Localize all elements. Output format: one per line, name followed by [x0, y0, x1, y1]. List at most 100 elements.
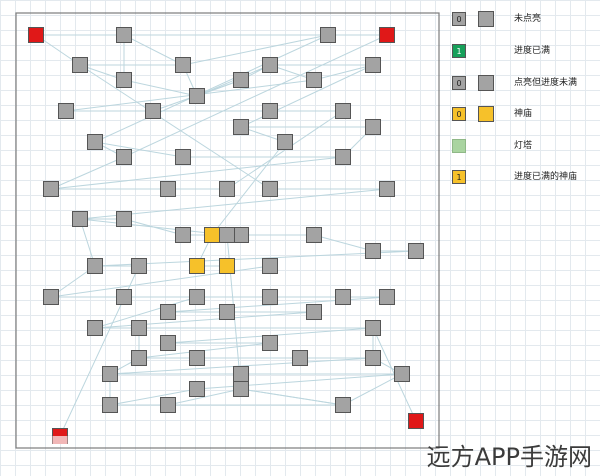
temple-node	[219, 258, 235, 274]
map-nodes	[28, 27, 424, 444]
grey-node	[306, 304, 322, 320]
grey-node	[102, 366, 118, 382]
grey-node	[219, 181, 235, 197]
pink-node-half	[52, 436, 68, 444]
grey-node	[219, 304, 235, 320]
map-edge	[94, 311, 315, 329]
temple-node	[189, 258, 205, 274]
grey-node	[175, 149, 191, 165]
legend-temple-full-label: 进度已满的神庙	[514, 172, 578, 182]
grey-node	[87, 320, 103, 336]
grey-node	[365, 320, 381, 336]
map-edge	[94, 296, 198, 329]
grey-node	[102, 397, 118, 413]
legend-unlit-number-icon: 0	[452, 12, 466, 26]
grey-node	[408, 243, 424, 259]
grey-node	[262, 258, 278, 274]
grey-node	[292, 350, 308, 366]
grey-node	[116, 211, 132, 227]
map-edge	[313, 234, 374, 252]
grey-node	[160, 304, 176, 320]
grey-node	[87, 258, 103, 274]
grey-node	[394, 366, 410, 382]
grey-node	[189, 381, 205, 397]
grey-node	[233, 366, 249, 382]
grey-node	[219, 227, 235, 243]
legend-unlit-square-icon	[478, 11, 494, 27]
legend-lighthouse-label: 灯塔	[514, 141, 533, 151]
map-edge	[240, 388, 344, 406]
map-edge	[79, 218, 228, 236]
map-edge	[196, 373, 403, 390]
watermark-text: 远方APP手游网	[426, 443, 592, 471]
grey-node	[379, 181, 395, 197]
grey-node	[365, 243, 381, 259]
map-edge	[211, 141, 286, 236]
map-border	[15, 12, 440, 449]
legend-temple-number-icon: 0	[452, 107, 466, 121]
grey-node	[131, 350, 147, 366]
legend-lit-square-icon	[478, 75, 494, 91]
map-edge	[79, 64, 271, 190]
map-edge	[50, 265, 271, 298]
grey-node	[145, 103, 161, 119]
map-edge	[109, 388, 198, 406]
grey-node	[233, 119, 249, 135]
grey-node	[262, 289, 278, 305]
map-edge	[94, 141, 184, 158]
red-node	[408, 413, 424, 429]
map-edge	[313, 64, 374, 81]
legend-temple-label: 神庙	[514, 109, 533, 119]
red-node	[28, 27, 44, 43]
grey-node	[160, 397, 176, 413]
grey-node	[379, 289, 395, 305]
grey-node	[116, 149, 132, 165]
legend-lit-number-icon: 0	[452, 76, 466, 90]
legend-full: 1	[452, 40, 478, 62]
grey-node	[335, 397, 351, 413]
grey-node	[335, 103, 351, 119]
grey-node	[262, 181, 278, 197]
grey-node	[131, 258, 147, 274]
map-edge	[50, 156, 125, 190]
grey-node	[189, 289, 205, 305]
grey-node	[365, 350, 381, 366]
grey-node	[116, 72, 132, 88]
red-node	[379, 27, 395, 43]
legend-lit-not-full-label: 点亮但进度未满	[514, 78, 578, 88]
grey-node	[87, 134, 103, 150]
grey-node	[262, 103, 278, 119]
legend-temple-full: 1	[452, 166, 478, 188]
grey-node	[262, 335, 278, 351]
grey-node	[175, 227, 191, 243]
legend-lighthouse	[452, 135, 478, 157]
grey-node	[189, 88, 205, 104]
temple-node	[204, 227, 220, 243]
grey-node	[262, 57, 278, 73]
grey-node	[233, 72, 249, 88]
grey-node	[43, 289, 59, 305]
grey-node	[116, 289, 132, 305]
map-edge	[94, 250, 417, 267]
grey-node	[233, 381, 249, 397]
grey-node	[365, 57, 381, 73]
grey-node	[43, 181, 59, 197]
grey-node	[160, 335, 176, 351]
legend-full-label: 进度已满	[514, 46, 551, 56]
grey-node	[365, 119, 381, 135]
grey-node	[233, 227, 249, 243]
grey-node	[160, 181, 176, 197]
grey-node	[131, 320, 147, 336]
grey-node	[175, 57, 191, 73]
grey-node	[306, 72, 322, 88]
grey-node	[58, 103, 74, 119]
map-edge	[342, 373, 403, 406]
map-edge	[123, 34, 388, 158]
legend-unlit-label: 未点亮	[514, 14, 542, 24]
legend-full-number-icon: 1	[452, 44, 466, 58]
grey-node	[277, 134, 293, 150]
legend-lighthouse-icon	[452, 139, 466, 153]
grey-node	[320, 27, 336, 43]
grey-node	[116, 27, 132, 43]
